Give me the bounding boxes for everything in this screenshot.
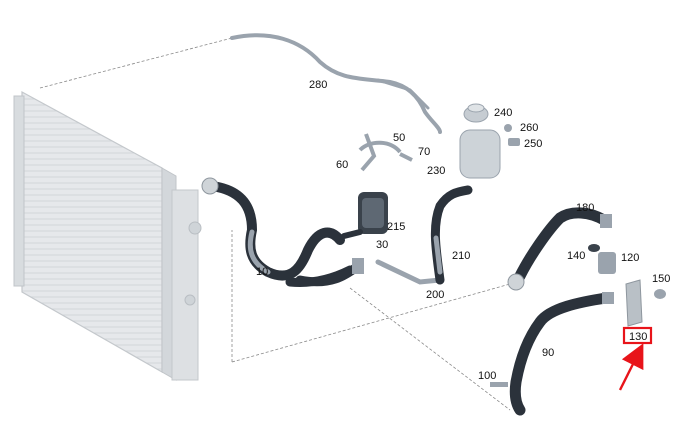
hose-30	[295, 258, 364, 287]
label-part-250: 250	[524, 138, 542, 150]
bracket-50-60-70	[358, 133, 413, 172]
label-part-260: 260	[520, 122, 538, 134]
label-part-100: 100	[478, 370, 496, 382]
label-part-90: 90	[542, 347, 554, 359]
pump-215	[341, 192, 388, 239]
label-part-60: 60	[336, 159, 348, 171]
label-part-70: 70	[418, 146, 430, 158]
hose-90	[509, 292, 614, 416]
label-part-150: 150	[652, 273, 670, 285]
label-part-230: 230	[427, 165, 445, 177]
hose-180	[507, 207, 612, 291]
pipe-200	[375, 185, 473, 285]
hose-280	[230, 33, 442, 134]
fittings-250-260	[504, 124, 520, 146]
reservoir-230	[459, 103, 501, 179]
bolt-100	[490, 382, 508, 387]
label-part-130: 130	[629, 331, 647, 343]
label-part-240: 240	[494, 107, 512, 119]
label-part-200: 200	[426, 289, 444, 301]
hose-10	[201, 177, 355, 287]
bracket-130	[625, 279, 643, 327]
label-part-215: 215	[387, 221, 405, 233]
label-part-120: 120	[621, 252, 639, 264]
label-part-280: 280	[309, 79, 327, 91]
label-part-10: 10	[256, 266, 268, 278]
label-part-30: 30	[376, 239, 388, 251]
label-part-210: 210	[452, 250, 470, 262]
valve-120-140	[588, 244, 616, 274]
highlight-box-130	[622, 326, 653, 345]
radiator	[13, 90, 202, 381]
label-part-50: 50	[393, 132, 405, 144]
nut-150	[654, 289, 666, 299]
red-arrow-icon	[618, 343, 644, 391]
label-part-140: 140	[567, 250, 585, 262]
label-part-180: 180	[576, 202, 594, 214]
